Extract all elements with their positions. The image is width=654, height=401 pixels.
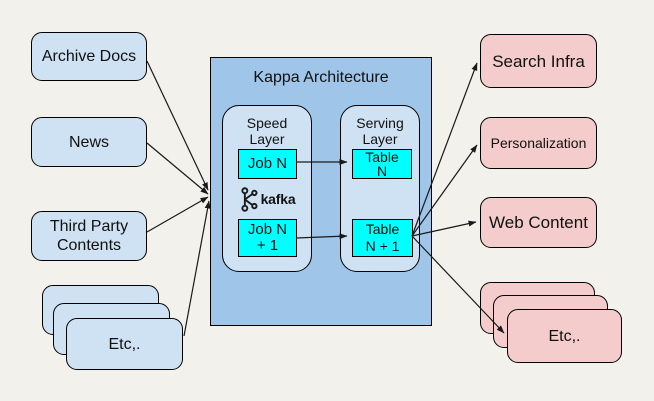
job-n-plus-1-node: Job N + 1: [238, 219, 297, 257]
arrow-news-to-kappa: [146, 142, 209, 195]
job-n-plus-1-line1: Job N: [247, 221, 288, 238]
arrow-archive-to-kappa: [146, 60, 209, 191]
sink-etc-stack-front: Etc,.: [507, 309, 622, 363]
serving-layer-title-line2: Layer: [362, 131, 398, 147]
kappa-container: Kappa Architecture Speed Layer Job N: [210, 57, 432, 326]
sink-search-infra: Search Infra: [480, 34, 597, 88]
arrow-etc-to-kappa: [183, 200, 211, 337]
table-n-plus-1-line2: N + 1: [365, 238, 400, 254]
job-n-plus-1-line2: + 1: [256, 237, 279, 254]
table-n-plus-1-node: Table N + 1: [352, 219, 413, 257]
source-news-label: News: [68, 133, 109, 151]
table-n-plus-1-line1: Table: [365, 221, 400, 237]
speed-layer: Speed Layer Job N: [222, 105, 312, 272]
sink-personalization-label: Personalization: [490, 134, 587, 151]
source-archive-docs-label: Archive Docs: [41, 48, 137, 65]
speed-layer-title-line2: Layer: [249, 131, 285, 147]
source-news: News: [31, 117, 147, 167]
source-third-party: Third Party Contents: [31, 211, 147, 261]
table-n-line1: Table: [365, 149, 399, 165]
table-n-line2: N: [376, 163, 388, 179]
serving-layer-title: Serving Layer: [341, 115, 419, 147]
kappa-title: Kappa Architecture: [253, 69, 389, 86]
source-etc-stack-front: Etc,.: [66, 318, 183, 370]
sink-web-content-label: Web Content: [489, 213, 588, 232]
kafka-brand: kafka: [223, 186, 311, 212]
sink-search-infra-label: Search Infra: [492, 51, 585, 71]
sink-web-content: Web Content: [480, 197, 597, 248]
sink-personalization: Personalization: [480, 117, 597, 169]
job-n-node: Job N: [238, 149, 297, 179]
source-third-party-label: Third Party Contents: [49, 218, 129, 254]
job-n-label: Job N: [247, 155, 288, 172]
source-etc-label: Etc,.: [108, 335, 141, 353]
sink-etc-label: Etc,.: [548, 327, 581, 345]
kafka-icon: [241, 186, 258, 212]
source-archive-docs: Archive Docs: [31, 32, 147, 81]
speed-layer-title: Speed Layer: [223, 115, 311, 147]
serving-layer-title-line1: Serving: [356, 115, 404, 131]
table-n-node: Table N: [352, 149, 412, 179]
speed-layer-title-line1: Speed: [246, 115, 288, 131]
kafka-label: kafka: [260, 191, 296, 207]
arrow-third-party-to-kappa: [146, 196, 209, 233]
serving-layer: Serving Layer Table N Table N + 1: [340, 105, 420, 272]
